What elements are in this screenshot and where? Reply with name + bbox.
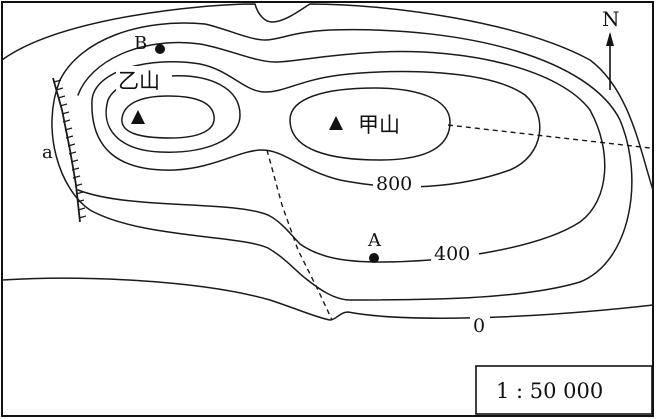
cliff-label: a xyxy=(42,142,53,163)
contour-yi-top xyxy=(121,95,215,139)
contour-800 xyxy=(91,61,541,188)
peak-yi-label-bg xyxy=(116,66,172,92)
contour-800-label: 800 xyxy=(376,173,412,195)
north-arrowhead-icon xyxy=(606,32,614,46)
cliff-line xyxy=(52,77,81,223)
peak-jia-label: 甲山 xyxy=(358,113,400,137)
cliff-ticks xyxy=(53,79,87,219)
contour-400-label-bg xyxy=(431,240,479,264)
scale-label: 1 : 50 000 xyxy=(496,379,603,403)
north-label: N xyxy=(602,7,620,31)
contour-400 xyxy=(51,22,633,301)
contour-0-label: 0 xyxy=(473,315,485,337)
contour-a-line xyxy=(77,41,606,263)
scale-box xyxy=(475,365,653,415)
point-b-label: B xyxy=(134,33,147,54)
peak-jia-icon xyxy=(329,116,343,130)
peak-yi-icon xyxy=(131,110,145,124)
contour-0 xyxy=(1,3,654,191)
contour-0-label-bg xyxy=(470,312,490,336)
peak-yi-label: 乙山 xyxy=(118,69,160,93)
point-a-marker xyxy=(369,253,379,263)
point-b-marker xyxy=(155,44,165,54)
contour-0-lower xyxy=(1,277,654,321)
contour-400-label: 400 xyxy=(434,243,470,265)
dashed-line-east xyxy=(447,124,651,149)
contour-800-label-bg xyxy=(373,170,421,194)
contour-jia-top xyxy=(289,87,451,161)
point-a-label: A xyxy=(367,230,382,251)
dashed-line-saddle xyxy=(266,149,333,321)
